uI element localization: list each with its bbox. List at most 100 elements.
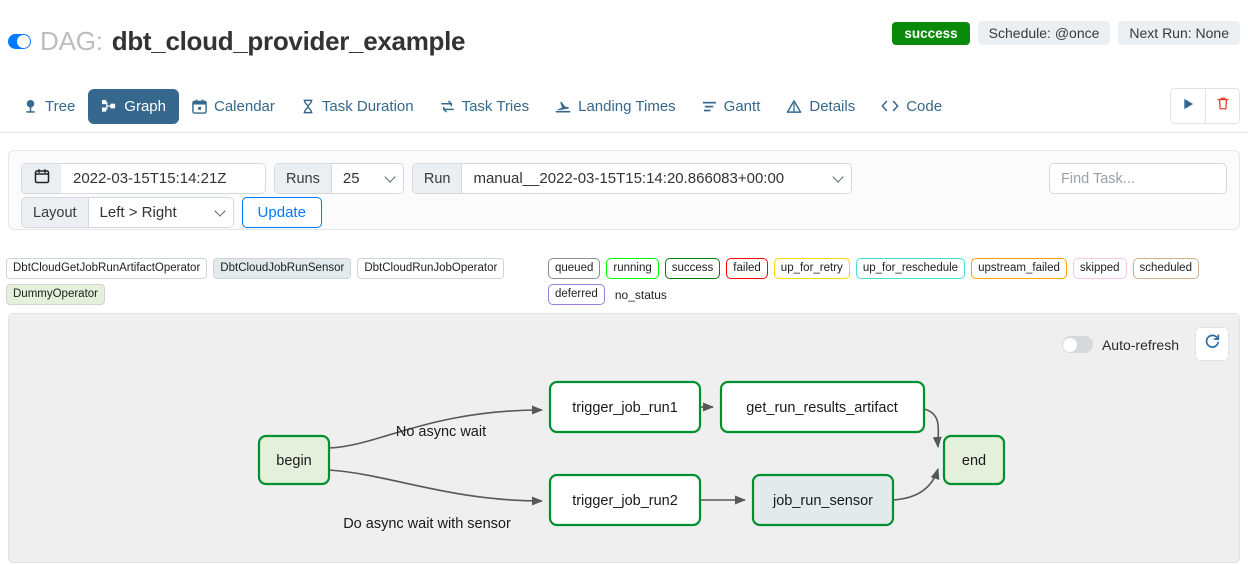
- operator-legend: DbtCloudGetJobRunArtifactOperator DbtClo…: [6, 258, 536, 305]
- graph-node-end[interactable]: end: [942, 434, 1006, 486]
- node-label: trigger_job_run1: [572, 400, 678, 416]
- tab-calendar[interactable]: Calendar: [179, 89, 288, 124]
- status-chip-skipped[interactable]: skipped: [1072, 258, 1127, 279]
- header-badges: success Schedule: @once Next Run: None: [892, 21, 1240, 45]
- tab-label: Code: [906, 97, 943, 115]
- graph-nodes: begin trigger_job_run1 get_run_results_a…: [257, 380, 1006, 527]
- status-label-no-status: no_status: [614, 287, 667, 302]
- tab-landing-times[interactable]: Landing Times: [542, 89, 689, 124]
- graph-icon: [101, 99, 117, 114]
- graph-node-get_run_results_artifact[interactable]: get_run_results_artifact: [719, 380, 926, 434]
- status-chip-up-for-retry[interactable]: up_for_retry: [773, 258, 850, 279]
- status-legend: queued running success failed up_for_ret…: [548, 258, 1248, 305]
- tab-gantt[interactable]: Gantt: [689, 89, 774, 124]
- refresh-icon: [1204, 333, 1221, 355]
- base-date-group: 2022-03-15T15:14:21Z: [21, 163, 266, 194]
- play-icon: [1182, 97, 1195, 116]
- calendar-picker-button[interactable]: [22, 164, 61, 193]
- graph-node-job_run_sensor[interactable]: job_run_sensor: [751, 473, 895, 527]
- find-task-input[interactable]: Find Task...: [1049, 163, 1227, 194]
- trash-icon: [1216, 96, 1230, 116]
- operator-chip[interactable]: DummyOperator: [6, 284, 105, 305]
- tab-tree[interactable]: Tree: [10, 89, 88, 124]
- status-chip-running[interactable]: running: [606, 258, 659, 279]
- dag-pause-toggle[interactable]: [8, 34, 31, 49]
- status-chip-queued[interactable]: queued: [548, 258, 601, 279]
- edge-job_run_sensor-to-end: [892, 467, 940, 501]
- tab-label: Calendar: [214, 97, 275, 115]
- tab-label: Landing Times: [578, 97, 676, 115]
- node-label: end: [962, 453, 986, 469]
- landing-icon: [555, 99, 571, 114]
- edge-begin-to-trigger_job_run2: [328, 469, 544, 506]
- dag-prefix-label: DAG:: [40, 26, 103, 56]
- tab-code[interactable]: Code: [868, 89, 955, 124]
- calendar-icon: [34, 168, 50, 189]
- auto-refresh-control: Auto-refresh: [1061, 336, 1179, 353]
- tab-task-duration[interactable]: Task Duration: [288, 89, 427, 124]
- dag-action-buttons: [1170, 88, 1240, 124]
- status-chip-success[interactable]: success: [664, 258, 721, 279]
- filter-row-secondary: Layout Left > Right Update: [21, 197, 322, 228]
- next-run-badge: Next Run: None: [1118, 21, 1240, 45]
- dag-header: DAG: dbt_cloud_provider_example success …: [0, 0, 1248, 70]
- dag-graph-svg: No async wait Do async wait with sensor …: [257, 380, 1006, 532]
- graph-node-trigger_job_run1[interactable]: trigger_job_run1: [548, 380, 702, 434]
- dag-view-tabs: Tree Graph Calendar Task Duration Task T: [0, 80, 1248, 132]
- tab-task-tries[interactable]: Task Tries: [427, 89, 543, 124]
- calendar-icon: [192, 98, 207, 114]
- hourglass-icon: [301, 99, 315, 114]
- update-button[interactable]: Update: [241, 197, 322, 228]
- status-chip-upstream-failed[interactable]: upstream_failed: [971, 258, 1067, 279]
- schedule-badge[interactable]: Schedule: @once: [977, 21, 1111, 45]
- tab-label: Details: [809, 97, 856, 115]
- graph-node-trigger_job_run2[interactable]: trigger_job_run2: [548, 473, 702, 527]
- operator-chip[interactable]: DbtCloudJobRunSensor: [213, 258, 352, 279]
- graph-edges: [328, 402, 942, 506]
- retry-icon: [440, 99, 455, 114]
- run-select[interactable]: manual__2022-03-15T15:14:20.866083+00:00: [461, 164, 852, 193]
- tab-label: Task Duration: [321, 97, 414, 115]
- edge-label: Do async wait with sensor: [343, 516, 511, 532]
- node-label: trigger_job_run2: [572, 493, 678, 509]
- header-divider: [0, 132, 1248, 133]
- base-date-input[interactable]: 2022-03-15T15:14:21Z: [61, 164, 265, 193]
- status-chip-deferred[interactable]: deferred: [548, 284, 605, 305]
- status-chip-scheduled[interactable]: scheduled: [1132, 258, 1199, 279]
- layout-select[interactable]: Left > Right: [87, 198, 233, 227]
- trigger-dag-button[interactable]: [1171, 89, 1205, 123]
- tab-label: Gantt: [723, 97, 761, 115]
- tab-details[interactable]: Details: [773, 89, 868, 124]
- edge-get_run_results_artifact-to-end: [923, 408, 942, 449]
- edge-label: No async wait: [396, 424, 486, 440]
- tab-label: Task Tries: [461, 97, 530, 115]
- run-group: Run manual__2022-03-15T15:14:20.866083+0…: [411, 163, 853, 194]
- runs-group: Runs 25: [274, 163, 404, 194]
- dag-name-label: dbt_cloud_provider_example: [111, 26, 466, 56]
- graph-node-begin[interactable]: begin: [257, 434, 331, 486]
- refresh-button[interactable]: [1195, 327, 1229, 361]
- filter-row-primary: 2022-03-15T15:14:21Z Runs 25 Run manual_…: [21, 163, 853, 194]
- gantt-icon: [702, 99, 717, 114]
- node-label: begin: [276, 453, 311, 469]
- edge-begin-to-trigger_job_run1: [328, 405, 544, 449]
- tab-label: Tree: [45, 97, 76, 115]
- runs-select[interactable]: 25: [330, 164, 403, 193]
- operator-chip[interactable]: DbtCloudGetJobRunArtifactOperator: [6, 258, 208, 279]
- delete-dag-button[interactable]: [1205, 89, 1239, 123]
- layout-label: Layout: [22, 198, 88, 227]
- status-chip-failed[interactable]: failed: [726, 258, 768, 279]
- operator-chip[interactable]: DbtCloudRunJobOperator: [357, 258, 505, 279]
- dag-graph-canvas[interactable]: Auto-refresh: [8, 313, 1240, 563]
- tree-icon: [23, 99, 38, 114]
- tab-graph[interactable]: Graph: [88, 88, 179, 124]
- node-label: job_run_sensor: [772, 493, 873, 509]
- auto-refresh-toggle[interactable]: [1061, 336, 1093, 353]
- dag-title: DAG: dbt_cloud_provider_example: [8, 26, 465, 57]
- layout-group: Layout Left > Right: [21, 197, 234, 228]
- tab-label: Graph: [124, 97, 166, 115]
- auto-refresh-label: Auto-refresh: [1101, 336, 1179, 353]
- runs-label: Runs: [275, 164, 331, 193]
- status-chip-up-for-reschedule[interactable]: up_for_reschedule: [855, 258, 966, 279]
